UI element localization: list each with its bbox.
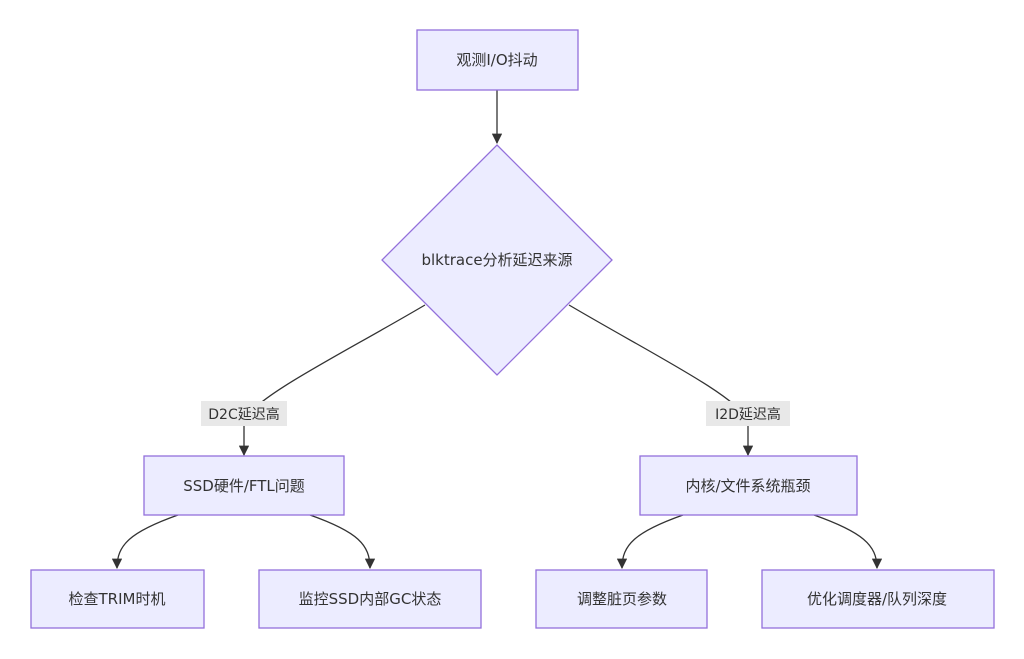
edge-analyze-to-kernel [568,304,754,457]
edge-ssd-to-trim [111,514,179,570]
node-dirty-label: 调整脏页参数 [577,590,667,608]
edge-label-d2c-text: D2C延迟高 [208,406,279,423]
node-observe: 观测I/O抖动 [416,29,579,91]
node-kernel: 内核/文件系统瓶颈 [639,455,858,516]
node-ssd: SSD硬件/FTL问题 [143,455,345,516]
node-gc-label: 监控SSD内部GC状态 [299,590,442,608]
edge-label-d2c: D2C延迟高 [201,401,287,426]
edge-ssd-to-gc [309,514,376,570]
edge-label-i2d-text: I2D延迟高 [715,406,781,423]
edge-kernel-to-sched [813,514,883,570]
edge-kernel-to-dirty [616,514,684,570]
node-sched: 优化调度器/队列深度 [761,569,995,629]
node-observe-label: 观测I/O抖动 [456,51,537,69]
edge-analyze-to-ssd [238,304,426,457]
node-analyze: blktrace分析延迟来源 [381,144,613,376]
node-trim: 检查TRIM时机 [30,569,205,629]
node-gc: 监控SSD内部GC状态 [258,569,482,629]
node-kernel-label: 内核/文件系统瓶颈 [685,477,810,495]
node-ssd-label: SSD硬件/FTL问题 [183,477,305,495]
node-trim-label: 检查TRIM时机 [69,590,166,608]
node-sched-label: 优化调度器/队列深度 [807,590,947,608]
node-analyze-label: blktrace分析延迟来源 [421,251,572,269]
edge-label-i2d: I2D延迟高 [706,401,790,426]
node-dirty: 调整脏页参数 [535,569,708,629]
